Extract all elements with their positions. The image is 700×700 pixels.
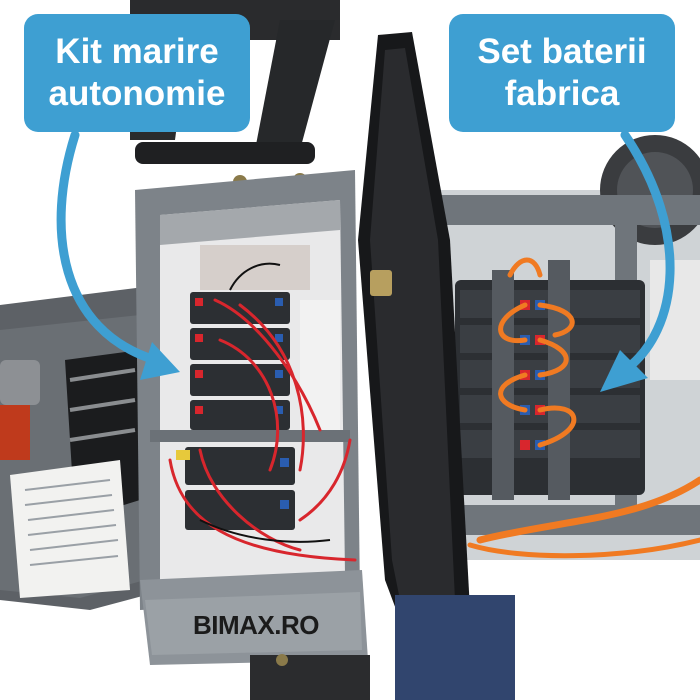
battery-stack-added (185, 292, 295, 530)
range-extension-box (135, 170, 368, 665)
callout-set-baterii-fabrica: Set baterii fabrica (449, 14, 675, 132)
bimax-watermark: BIMAX.RO (193, 610, 320, 640)
arrow-right-head (600, 350, 648, 392)
callout-right-line2: fabrica (504, 74, 620, 113)
ground-details (250, 595, 515, 700)
arrow-right (620, 130, 675, 375)
arrow-left-head (140, 342, 180, 380)
seat-cushion (358, 32, 470, 622)
callout-left-line1: Kit marire (55, 32, 219, 71)
callout-kit-marire-autonomie: Kit marire autonomie (24, 14, 250, 132)
callout-left-line2: autonomie (48, 74, 226, 113)
arrow-left (56, 130, 160, 365)
callout-right-line1: Set baterii (477, 32, 647, 71)
scooter-body-left (0, 285, 165, 610)
